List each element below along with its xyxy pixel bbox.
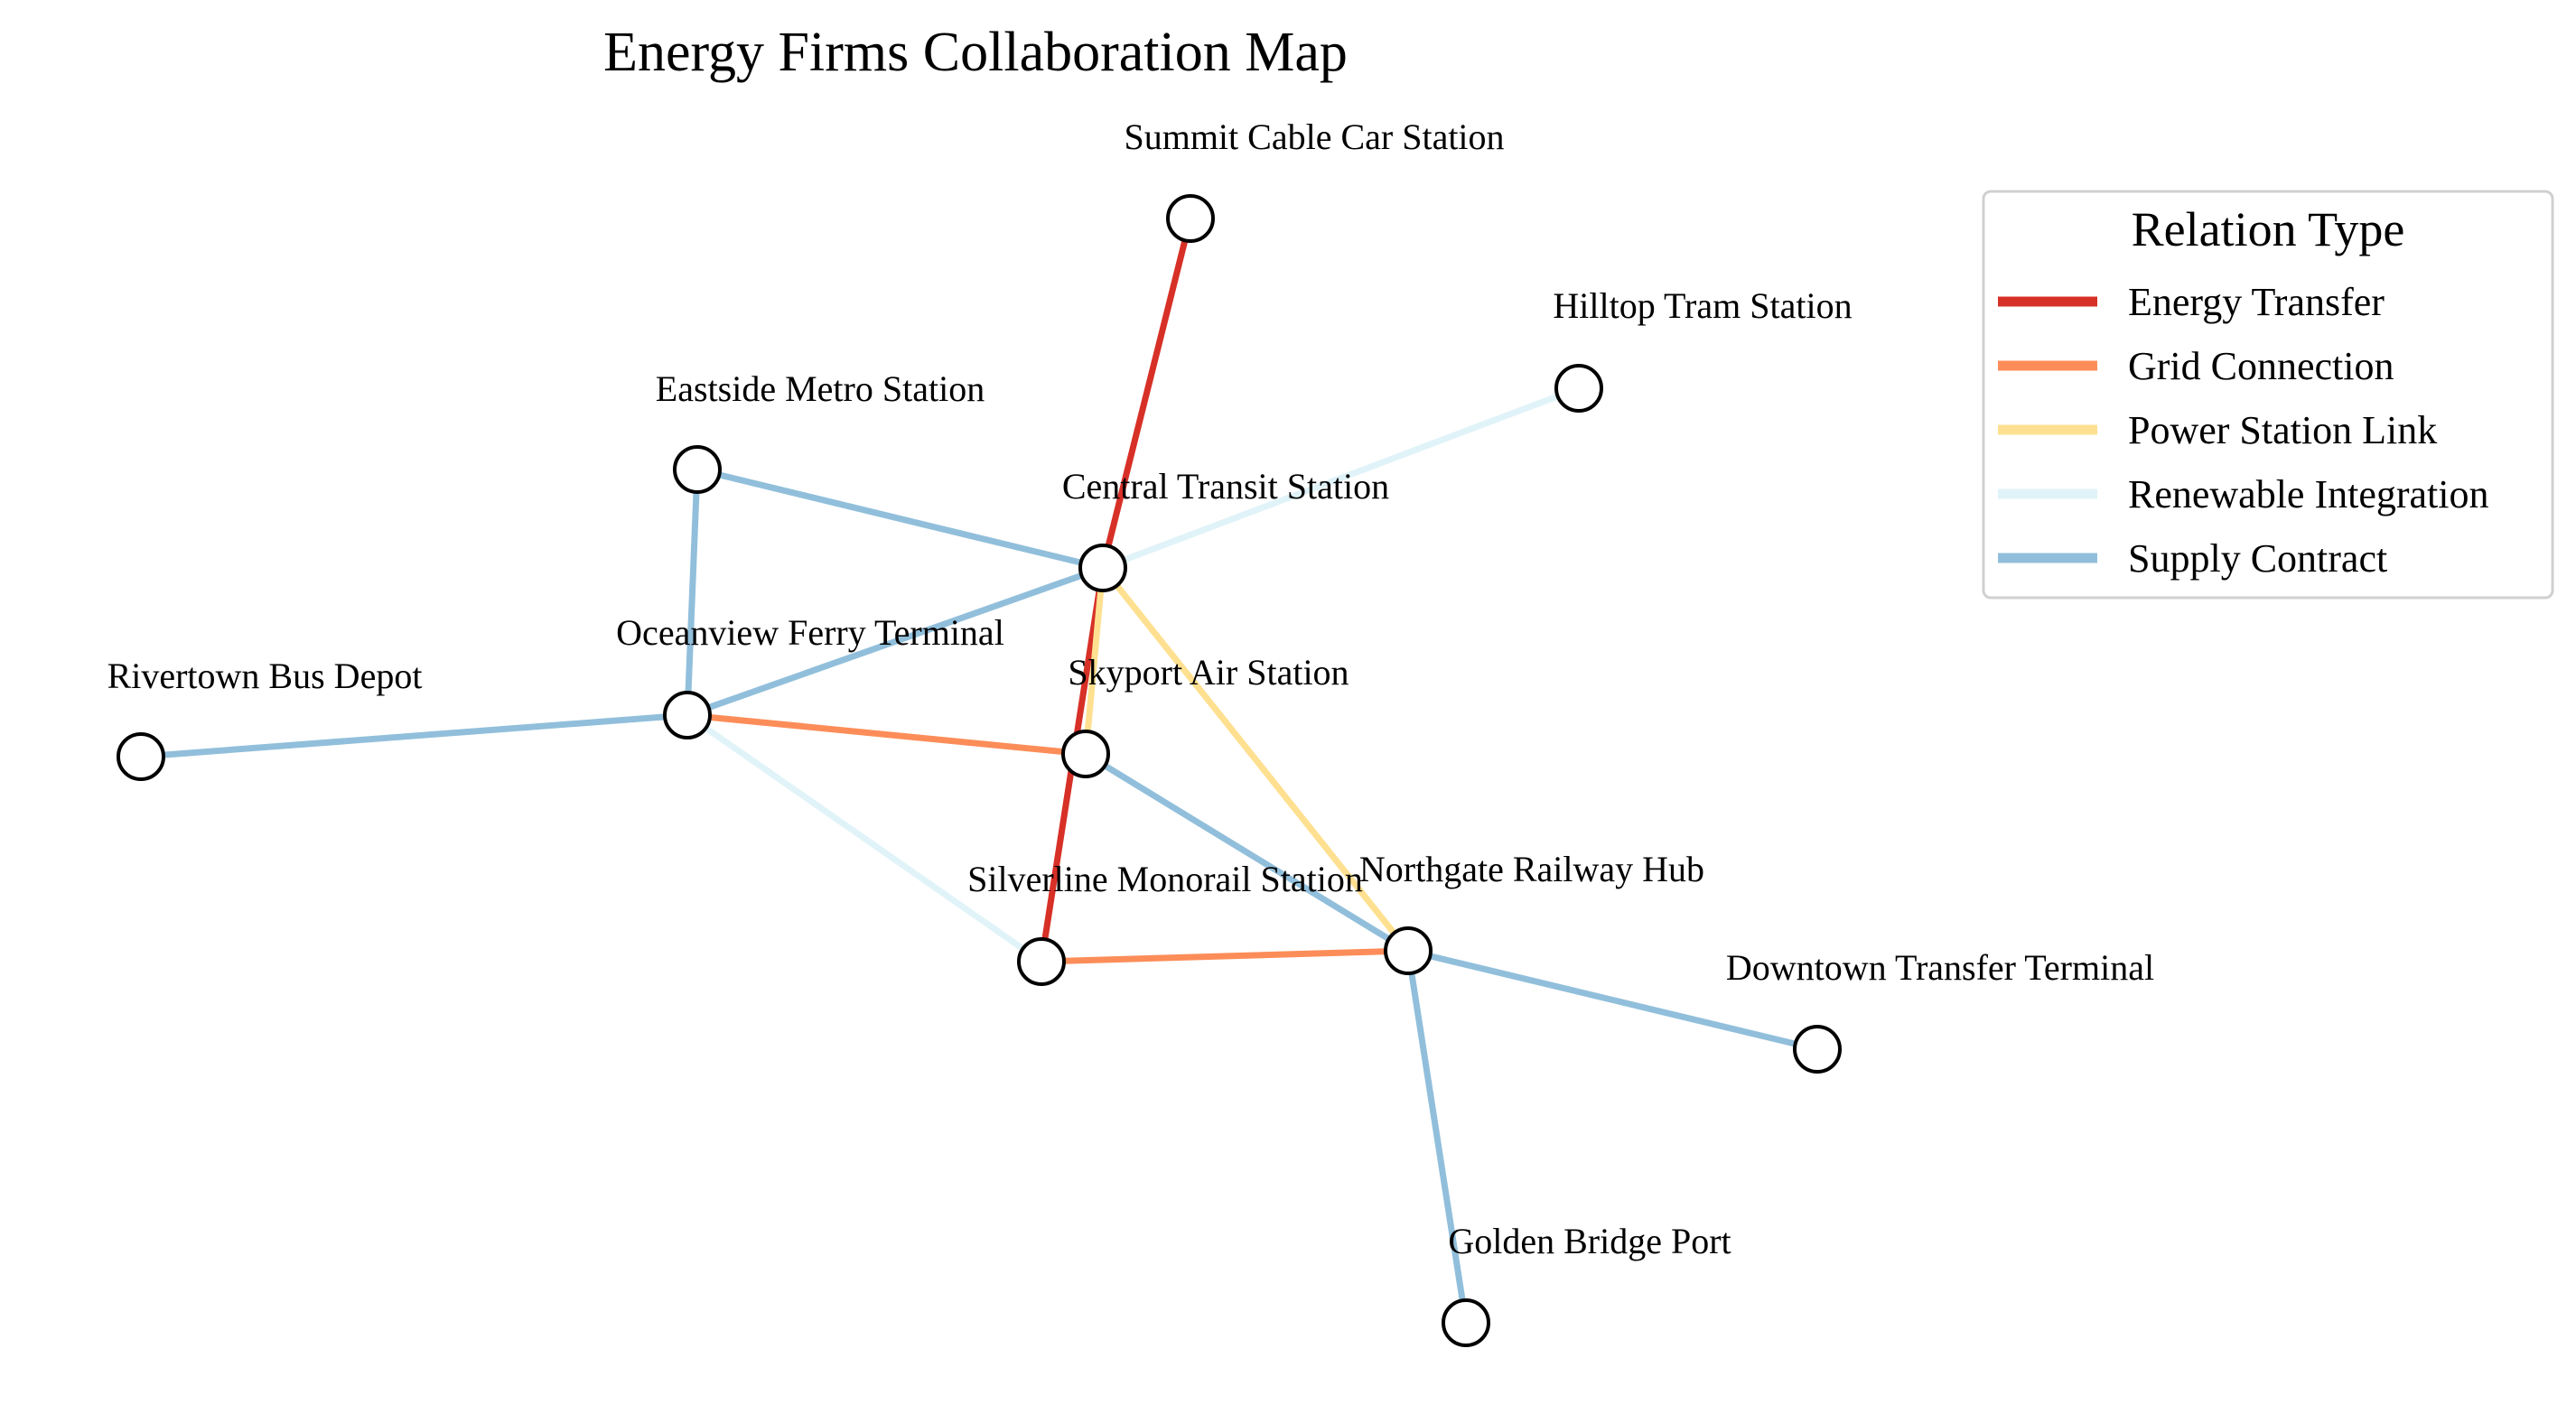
node-circle[interactable] bbox=[1384, 926, 1433, 975]
node-skyport[interactable]: Skyport Air Station bbox=[1061, 652, 1349, 778]
node-oceanview[interactable]: Oceanview Ferry Terminal bbox=[616, 612, 1004, 739]
node-summit[interactable]: Summit Cable Car Station bbox=[1124, 116, 1505, 243]
edge-oceanview-central bbox=[684, 564, 1106, 719]
edge-northgate-downtown bbox=[1405, 947, 1821, 1053]
node-label: Northgate Railway Hub bbox=[1359, 849, 1704, 889]
node-label: Rivertown Bus Depot bbox=[107, 656, 423, 696]
node-silverline[interactable]: Silverline Monorail Station bbox=[967, 859, 1363, 986]
node-central[interactable]: Central Transit Station bbox=[1062, 466, 1389, 592]
edge-oceanview-silverline bbox=[684, 712, 1045, 965]
node-circle[interactable] bbox=[1442, 1298, 1490, 1347]
edge-northgate-golden bbox=[1405, 947, 1470, 1326]
node-circle[interactable] bbox=[117, 732, 165, 781]
node-label: Hilltop Tram Station bbox=[1553, 285, 1852, 326]
node-label: Eastside Metro Station bbox=[656, 368, 985, 409]
node-label: Skyport Air Station bbox=[1068, 652, 1349, 693]
node-label: Downtown Transfer Terminal bbox=[1726, 947, 2154, 988]
legend-label: Power Station Link bbox=[2128, 408, 2437, 452]
node-golden[interactable]: Golden Bridge Port bbox=[1442, 1221, 1731, 1347]
legend-item-energy-transfer: Energy Transfer bbox=[1998, 280, 2385, 324]
edge-central-skyport bbox=[1082, 564, 1106, 758]
node-circle[interactable] bbox=[1166, 194, 1215, 243]
legend-label: Grid Connection bbox=[2128, 344, 2394, 388]
node-circle[interactable] bbox=[1078, 544, 1127, 592]
node-circle[interactable] bbox=[1061, 730, 1110, 778]
legend-item-renewable-integration: Renewable Integration bbox=[1998, 472, 2489, 516]
legend-box bbox=[1982, 190, 2554, 600]
legend-label: Renewable Integration bbox=[2128, 472, 2489, 516]
node-hilltop[interactable]: Hilltop Tram Station bbox=[1553, 285, 1853, 413]
node-circle[interactable] bbox=[663, 691, 712, 739]
node-label: Golden Bridge Port bbox=[1448, 1221, 1731, 1261]
legend-label: Energy Transfer bbox=[2128, 280, 2385, 324]
edges-layer bbox=[137, 215, 1821, 1326]
node-rivertown[interactable]: Rivertown Bus Depot bbox=[107, 656, 423, 781]
chart-title: Energy Firms Collaboration Map bbox=[603, 22, 1348, 83]
edge-eastside-central bbox=[694, 466, 1106, 572]
node-label: Oceanview Ferry Terminal bbox=[616, 612, 1004, 653]
legend-item-grid-connection: Grid Connection bbox=[1998, 344, 2394, 388]
node-circle[interactable] bbox=[1793, 1025, 1842, 1074]
legend-item-power-station-link: Power Station Link bbox=[1998, 408, 2437, 452]
node-downtown[interactable]: Downtown Transfer Terminal bbox=[1726, 947, 2154, 1074]
node-circle[interactable] bbox=[1017, 937, 1066, 986]
node-circle[interactable] bbox=[673, 445, 722, 494]
edge-eastside-oceanview bbox=[684, 466, 701, 719]
edge-silverline-northgate bbox=[1038, 947, 1412, 965]
legend-title: Relation Type bbox=[2132, 202, 2405, 256]
node-eastside[interactable]: Eastside Metro Station bbox=[656, 368, 985, 494]
legend-item-supply-contract: Supply Contract bbox=[1998, 536, 2387, 581]
node-label: Summit Cable Car Station bbox=[1124, 116, 1504, 157]
node-label: Central Transit Station bbox=[1062, 466, 1389, 507]
edge-rivertown-oceanview bbox=[137, 712, 691, 760]
node-northgate[interactable]: Northgate Railway Hub bbox=[1359, 849, 1704, 975]
node-label: Silverline Monorail Station bbox=[967, 859, 1363, 899]
node-circle[interactable] bbox=[1554, 364, 1603, 413]
edge-summit-central bbox=[1099, 215, 1194, 572]
edge-central-hilltop bbox=[1099, 385, 1582, 572]
edge-oceanview-skyport bbox=[684, 712, 1089, 758]
legend-label: Supply Contract bbox=[2128, 536, 2387, 581]
edge-skyport-northgate bbox=[1082, 750, 1412, 954]
edge-central-northgate bbox=[1099, 564, 1412, 954]
